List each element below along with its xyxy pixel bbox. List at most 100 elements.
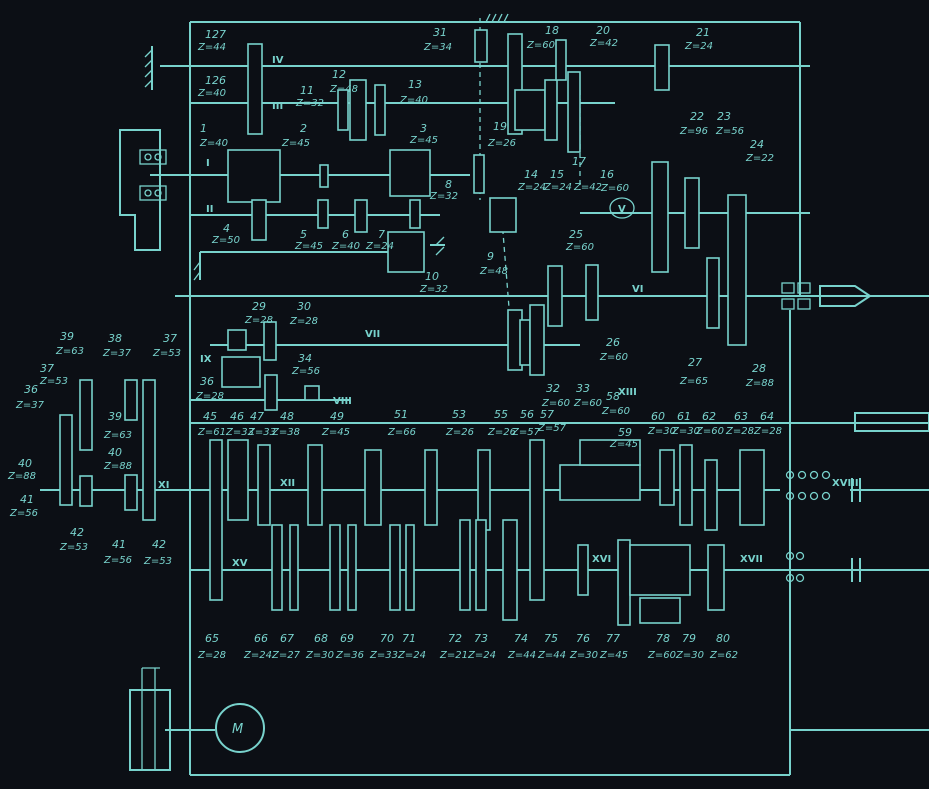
gear-number: 37 [163, 332, 177, 345]
gear-number: 42 [152, 538, 166, 551]
gear-z: Z=45 [281, 138, 310, 149]
gear-number: 30 [297, 300, 311, 313]
gear-z: Z=60 [573, 398, 602, 409]
motor-label: M [232, 722, 243, 737]
gear-z: Z=40 [399, 95, 428, 106]
gear-z: Z=37 [102, 348, 132, 359]
gear-z: Z=24 [467, 650, 496, 661]
gear-number: 63 [734, 410, 748, 423]
gear-z: Z=45 [294, 241, 323, 252]
gear-number: 70 [380, 632, 394, 645]
gear-number: 9 [487, 250, 494, 263]
shaft-label: I [206, 158, 210, 169]
gear-number: 5 [300, 228, 307, 241]
gear-z: Z=88 [745, 378, 774, 389]
gear-number: 57 [540, 408, 554, 421]
gear-z: Z=26 [487, 138, 516, 149]
gear-number: 13 [408, 78, 422, 91]
gear-z: Z=34 [423, 42, 452, 53]
gear-z: Z=60 [647, 650, 676, 661]
gear-number: 65 [205, 632, 219, 645]
gear-number: 17 [572, 155, 586, 168]
gear-number: 8 [445, 178, 452, 191]
gear-number: 53 [452, 408, 466, 421]
gear-z: Z=45 [599, 650, 628, 661]
gear-number: 3 [420, 122, 427, 135]
motor-icon [215, 703, 265, 753]
gear-number: 33 [576, 382, 590, 395]
gear-z: Z=28 [195, 391, 224, 402]
gear-number: 12 [332, 68, 346, 81]
gear-z: Z=30 [569, 650, 598, 661]
gear-z: Z=33 [225, 427, 254, 438]
gear-z: Z=21 [439, 650, 468, 661]
gear-number: 74 [514, 632, 528, 645]
gear-z: Z=63 [55, 346, 84, 357]
gear-z: Z=30 [671, 426, 700, 437]
gear-number: 1 [200, 122, 207, 135]
gear-shapes-left [59, 379, 156, 521]
gear-number: 59 [618, 426, 632, 439]
gear-number: 19 [493, 120, 507, 133]
gear-number: 46 [230, 410, 244, 423]
gear-z: Z=60 [541, 398, 570, 409]
gear-z: Z=22 [745, 153, 774, 164]
shaft-label: XIII [618, 387, 637, 398]
gear-number: 72 [448, 632, 462, 645]
gear-z: Z=60 [526, 40, 555, 51]
gear-number: 4 [223, 222, 230, 235]
gear-number: 60 [651, 410, 665, 423]
gear-number: 41 [112, 538, 126, 551]
shaft-label: XII [280, 478, 295, 489]
gear-z: Z=45 [321, 427, 350, 438]
gear-number: 24 [750, 138, 764, 151]
gear-number: 126 [205, 74, 226, 87]
gear-number: 64 [760, 410, 774, 423]
gear-number: 62 [702, 410, 716, 423]
gear-z: Z=38 [271, 427, 300, 438]
gear-z: Z=45 [609, 439, 638, 450]
gear-z: Z=56 [9, 508, 38, 519]
gear-z: Z=57 [537, 423, 567, 434]
gear-number: 45 [203, 410, 217, 423]
gear-z: Z=37 [15, 400, 45, 411]
gear-z: Z=56 [291, 366, 320, 377]
gear-number: 28 [752, 362, 766, 375]
gear-z: Z=33 [247, 427, 276, 438]
gear-z: Z=30 [675, 650, 704, 661]
shaft-label: II [206, 204, 213, 215]
shaft-label: XVI [592, 554, 611, 565]
gear-number: 127 [205, 28, 226, 41]
gear-z: Z=28 [725, 426, 754, 437]
gear-z: Z=53 [59, 542, 88, 553]
frame [189, 21, 929, 776]
gear-z: Z=32 [419, 284, 448, 295]
gear-shapes [221, 29, 747, 411]
spindle-nose [781, 282, 929, 432]
gear-number: 32 [546, 382, 560, 395]
gear-number: 38 [108, 332, 122, 345]
gear-number: 36 [24, 383, 38, 396]
gear-z: Z=66 [387, 427, 416, 438]
gear-z: Z=60 [565, 242, 594, 253]
gear-number: 2 [300, 122, 307, 135]
gear-number: 47 [250, 410, 264, 423]
gear-number: 71 [402, 632, 416, 645]
shaft-label: IX [200, 354, 212, 365]
gear-z: Z=24 [684, 41, 713, 52]
gear-z: Z=96 [679, 126, 708, 137]
input-housing [119, 129, 167, 251]
gear-number: 11 [300, 84, 314, 97]
gear-number: 48 [280, 410, 294, 423]
gear-z: Z=42 [589, 38, 618, 49]
gear-z: Z=88 [7, 471, 36, 482]
gear-z: Z=50 [211, 235, 240, 246]
gear-z: Z=32 [429, 191, 458, 202]
shaft-label: VII [365, 329, 380, 340]
gear-number: 40 [18, 457, 32, 470]
clutches [785, 470, 861, 583]
gear-number: 73 [474, 632, 488, 645]
gear-number: 20 [596, 24, 610, 37]
gear-number: 25 [569, 228, 583, 241]
gear-number: 77 [606, 632, 620, 645]
